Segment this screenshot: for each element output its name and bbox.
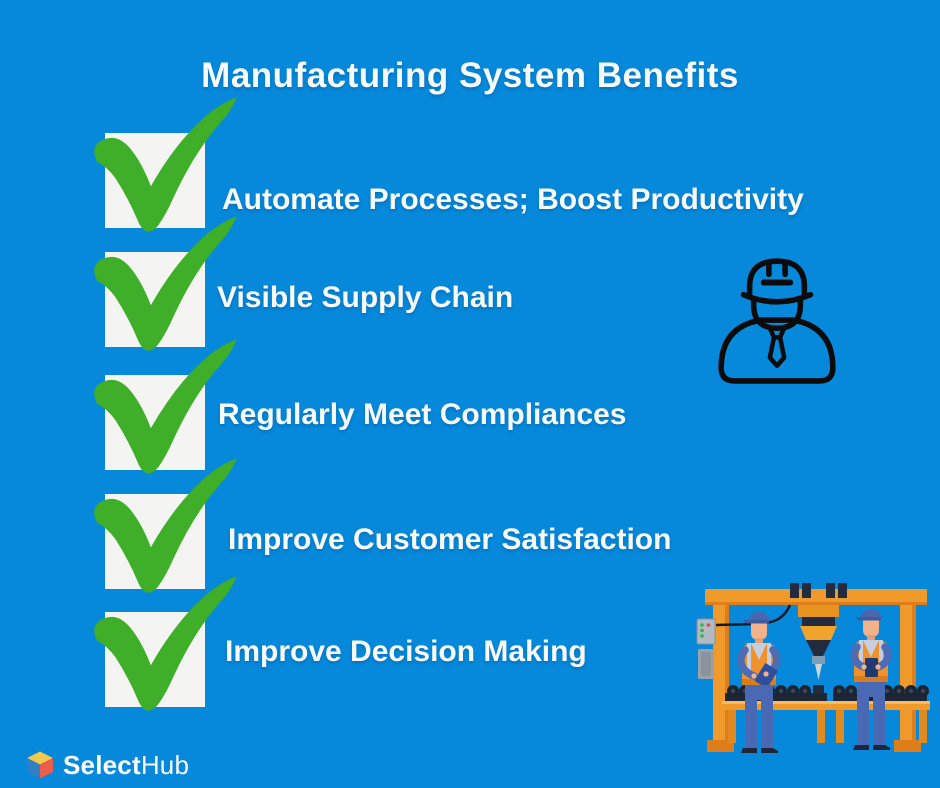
page-title: Manufacturing System Benefits <box>201 56 739 95</box>
check-icon <box>94 576 237 711</box>
drill-machine <box>798 605 839 693</box>
benefit-label: Improve Decision Making <box>225 635 587 668</box>
brand-name: SelectHub <box>63 749 190 780</box>
worker-figure <box>850 609 892 750</box>
checkbox <box>94 458 237 593</box>
engineer-body <box>718 317 836 384</box>
benefit-label: Regularly Meet Compliances <box>218 398 627 431</box>
factory-illustration <box>696 583 930 753</box>
benefit-label: Automate Processes; Boost Productivity <box>222 183 804 216</box>
checkbox <box>94 97 237 232</box>
engineer-hard-hat-icon <box>718 258 836 384</box>
tie-body <box>767 335 787 368</box>
benefit-label: Improve Customer Satisfaction <box>228 523 672 556</box>
hard-hat-brim <box>740 291 814 305</box>
benefit-label: Visible Supply Chain <box>217 281 514 314</box>
checkbox <box>94 216 237 351</box>
brand-logo: SelectHub <box>26 748 189 782</box>
hard-hat-dome <box>746 258 808 298</box>
checkbox <box>94 339 237 474</box>
cube-icon <box>27 751 53 779</box>
checkbox <box>94 576 237 711</box>
worker-figure <box>737 612 781 753</box>
